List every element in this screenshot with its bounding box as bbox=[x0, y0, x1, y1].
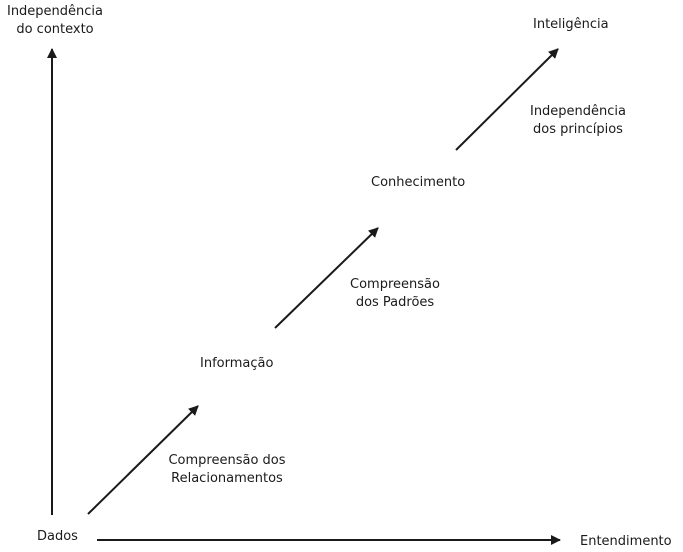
stage-conhecimento: Conhecimento bbox=[371, 175, 466, 190]
transition-principios-line2: dos princípios bbox=[533, 122, 623, 137]
arrow-informacao-to-conhecimento bbox=[274, 227, 379, 329]
y-axis-label-line2: do contexto bbox=[16, 22, 94, 37]
y-axis-label-line1: Independência bbox=[6, 4, 104, 19]
transition-padroes: Compreensão dos Padrões bbox=[340, 276, 450, 312]
y-axis-label: Independência do contexto bbox=[4, 3, 106, 39]
transition-relacionamentos: Compreensão dos Relacionamentos bbox=[160, 452, 294, 488]
arrow-dados-to-informacao bbox=[87, 405, 199, 515]
transition-principios: Independência dos princípios bbox=[522, 103, 634, 139]
transition-principios-line1: Independência bbox=[529, 104, 627, 119]
transition-relacionamentos-line2: Relacionamentos bbox=[171, 471, 283, 486]
transition-padroes-line2: dos Padrões bbox=[355, 295, 435, 310]
x-axis-label: Entendimento bbox=[580, 534, 672, 549]
transition-padroes-line1: Compreensão bbox=[350, 277, 440, 292]
stage-inteligencia: Inteligência bbox=[533, 17, 609, 32]
stage-dados: Dados bbox=[37, 529, 78, 544]
arrow-conhecimento-to-inteligencia bbox=[455, 48, 559, 151]
transition-relacionamentos-line1: Compreensão dos bbox=[168, 453, 286, 468]
stage-informacao: Informação bbox=[200, 356, 274, 371]
